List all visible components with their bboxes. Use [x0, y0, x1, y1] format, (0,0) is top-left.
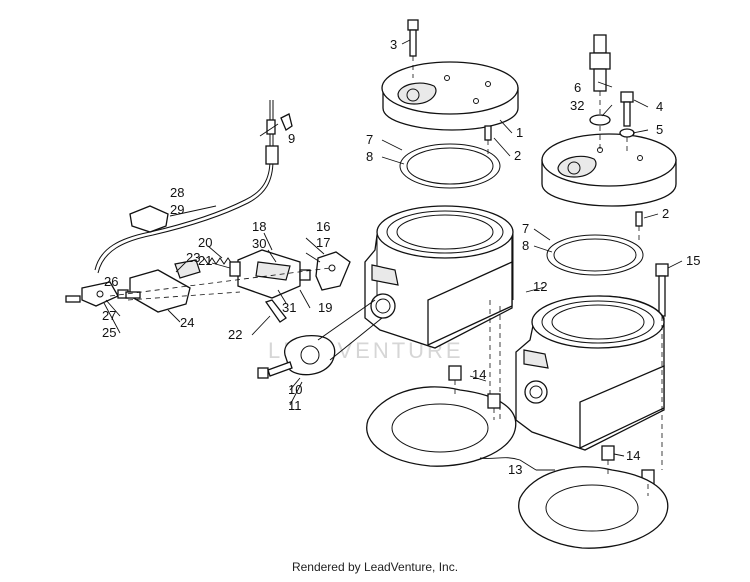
callout-4: 4	[656, 99, 663, 114]
callout-14-left: 14	[472, 367, 486, 382]
callout-8-right: 8	[522, 238, 529, 253]
valve-cover-23-24	[125, 259, 201, 313]
callout-28: 28	[170, 185, 184, 200]
cable-assembly-9	[94, 100, 293, 274]
head-gasket-left	[399, 143, 501, 189]
callout-14-right: 14	[626, 448, 640, 463]
stud-14-right-a	[601, 445, 615, 461]
bolt-22	[264, 299, 287, 323]
callout-13: 13	[508, 462, 522, 477]
callout-21: 21	[198, 253, 212, 268]
spring-21	[203, 257, 233, 265]
base-gasket-right	[518, 466, 669, 549]
callout-15: 15	[686, 253, 700, 268]
spark-plug	[589, 34, 611, 92]
cylinder-block-right	[515, 295, 665, 451]
callout-32: 32	[570, 98, 584, 113]
callout-1: 1	[516, 125, 523, 140]
callout-22: 22	[228, 327, 242, 342]
callout-24: 24	[180, 315, 194, 330]
callout-11: 11	[288, 398, 302, 413]
callout-6: 6	[574, 80, 581, 95]
callout-29: 29	[170, 202, 184, 217]
callout-10: 10	[288, 382, 302, 397]
callout-18: 18	[252, 219, 266, 234]
callout-23: 23	[186, 250, 200, 265]
valve-housing-26-27	[65, 281, 129, 307]
callout-2-left: 2	[514, 148, 521, 163]
callout-17: 17	[316, 235, 330, 250]
washer-5	[619, 128, 635, 138]
callout-31: 31	[282, 300, 296, 315]
callout-2-right: 2	[662, 206, 669, 221]
dowel-pin-right	[635, 211, 643, 227]
bolt-4	[620, 91, 634, 127]
callout-9: 9	[288, 131, 295, 146]
long-bolt-15	[655, 263, 669, 317]
stud-14-left-b	[487, 393, 501, 409]
callout-12: 12	[533, 279, 547, 294]
cylinder-head-left	[381, 61, 519, 131]
stud-14-left-a	[448, 365, 462, 381]
callout-7-left: 7	[366, 132, 373, 147]
base-gasket-left	[366, 386, 517, 467]
callout-27: 27	[102, 308, 116, 323]
cylinder-head-right	[541, 133, 677, 207]
callout-19: 19	[318, 300, 332, 315]
callout-16: 16	[316, 219, 330, 234]
callout-20: 20	[198, 235, 212, 250]
washer-32	[589, 114, 611, 126]
valve-body-18-31	[229, 249, 311, 299]
callout-30: 30	[252, 236, 266, 251]
bracket-16-17	[315, 251, 351, 291]
exhaust-flange	[284, 299, 383, 376]
cable-clip-28-29	[129, 205, 169, 233]
flange-bolt-10	[257, 361, 293, 379]
footer-credit: Rendered by LeadVenture, Inc.	[291, 560, 459, 574]
head-gasket-right	[546, 234, 644, 276]
callout-3: 3	[390, 37, 397, 52]
callout-7-right: 7	[522, 221, 529, 236]
callout-8-left: 8	[366, 149, 373, 164]
dowel-pin-left	[484, 125, 492, 141]
callout-26: 26	[104, 274, 118, 289]
callout-5: 5	[656, 122, 663, 137]
cylinder-block-left	[364, 205, 514, 349]
callout-25: 25	[102, 325, 116, 340]
head-bolt-3	[407, 19, 419, 57]
